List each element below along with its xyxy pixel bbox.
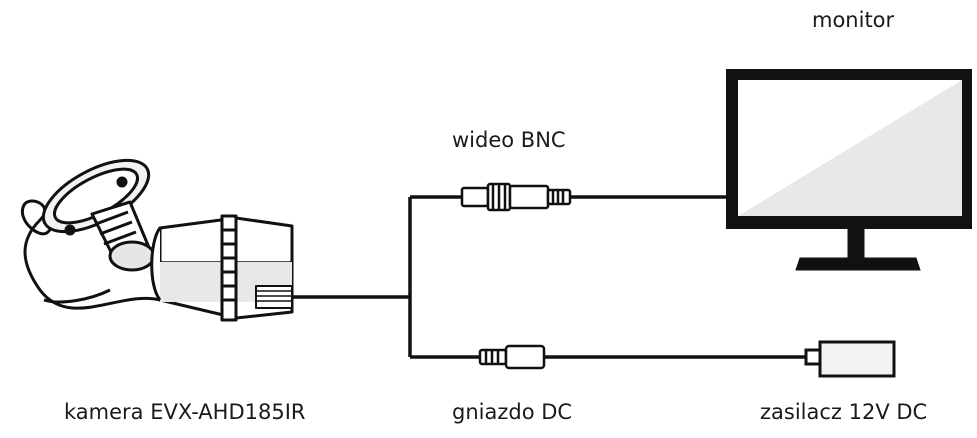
camera-label: kamera EVX-AHD185IR [64,400,306,424]
monitor-label: monitor [812,8,895,32]
power-supply-label: zasilacz 12V DC [760,400,928,424]
video-bnc-label: wideo BNC [452,128,566,152]
camera [20,158,294,322]
bnc-connector [460,182,572,212]
power-supply [804,340,896,378]
dc-socket-label: gniazdo DC [452,400,573,424]
dc-connector [478,344,546,370]
monitor [726,69,972,271]
